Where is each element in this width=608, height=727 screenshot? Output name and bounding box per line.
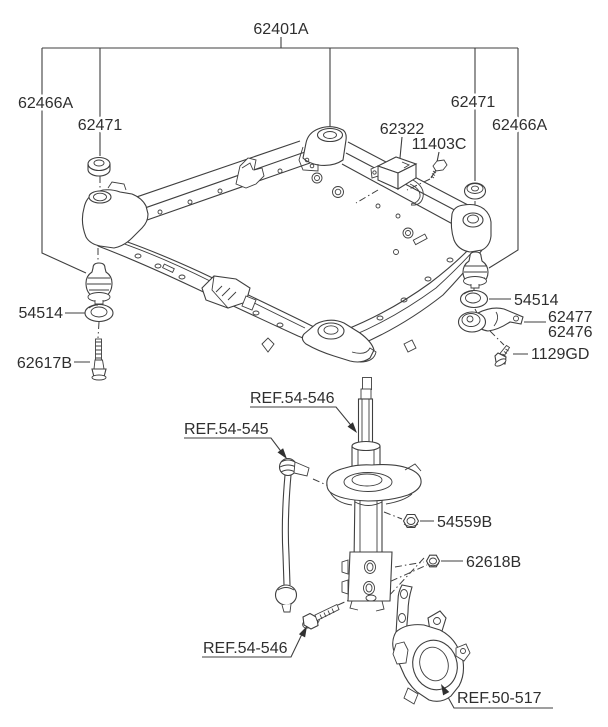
callout-bracket-lines [41, 37, 553, 709]
nut-54559B [402, 513, 420, 529]
label-62401A: 62401A [253, 21, 308, 38]
bolt-1129GD [494, 344, 511, 367]
label-62322: 62322 [380, 121, 425, 138]
steering-knuckle [392, 584, 471, 705]
label-ref-54-545: REF.54-545 [184, 421, 269, 438]
label-ref-54-546-top: REF.54-546 [250, 390, 335, 407]
crossmember [81, 126, 492, 363]
strut-assembly [326, 377, 422, 612]
label-54559B: 54559B [437, 514, 492, 531]
label-62466A-right: 62466A [492, 117, 547, 134]
label-62471-right: 62471 [451, 94, 496, 111]
label-62476: 62476 [548, 324, 593, 341]
label-62471-left: 62471 [78, 117, 123, 134]
label-ref-54-546-bottom: REF.54-546 [203, 640, 288, 657]
roll-damper-bracket [370, 156, 424, 206]
washer-62471-right [463, 182, 487, 200]
label-ref-50-517: REF.50-517 [457, 690, 542, 707]
damper-bolt-11403C [430, 159, 448, 179]
nut-62618B [425, 554, 441, 568]
label-62618B: 62618B [466, 554, 521, 571]
label-62617B: 62617B [17, 355, 72, 372]
stabilizer-link [274, 457, 310, 613]
washer-54514-left [84, 303, 114, 323]
insulator-62466A-right [462, 251, 489, 289]
label-1129GD: 1129GD [531, 346, 589, 363]
label-62466A-left: 62466A [18, 95, 73, 112]
stay-bracket-62476-62477 [457, 307, 524, 333]
washer-54514-right [459, 289, 489, 309]
insulator-62466A-left [85, 262, 113, 305]
part-labels: 62401A 62466A 62471 62471 62466A 62322 1… [14, 19, 595, 710]
label-11403C: 11403C [412, 136, 467, 153]
label-54514-left: 54514 [19, 305, 64, 322]
leader-arrowheads [277, 422, 450, 696]
strut-mount-bolt [302, 603, 340, 630]
label-54514-right: 54514 [514, 292, 559, 309]
label-62477: 62477 [548, 309, 593, 326]
bolt-62617B [91, 338, 107, 381]
washer-62471-left [87, 156, 111, 177]
